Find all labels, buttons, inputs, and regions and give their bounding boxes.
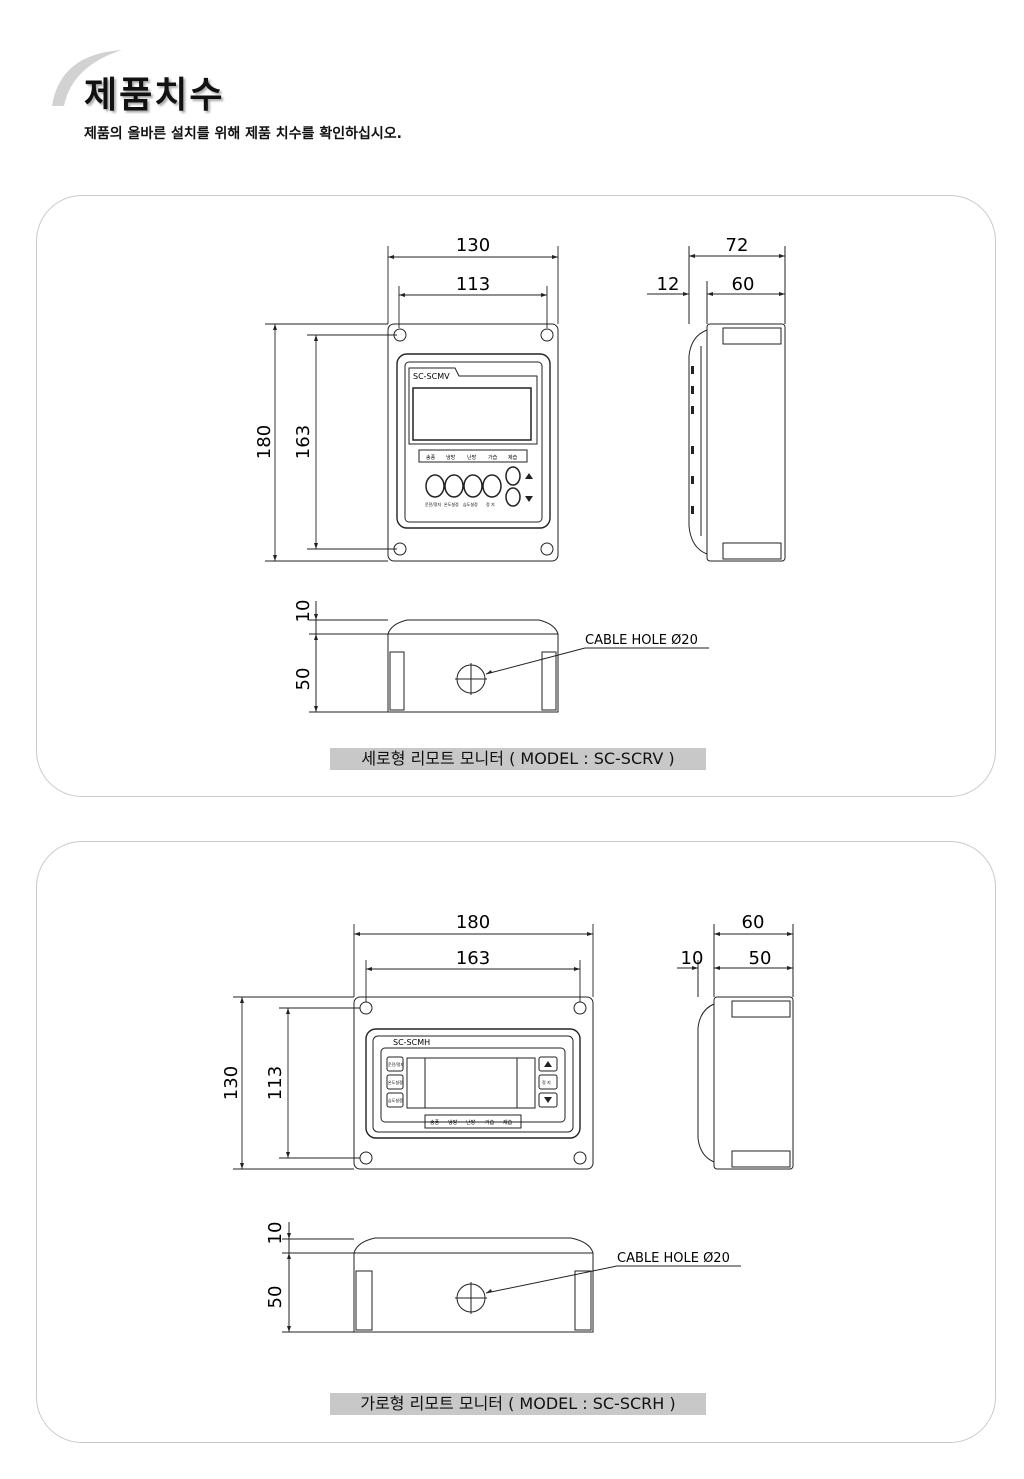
vertical-lcd-screen [412, 387, 532, 441]
horizontal-model-drawing: SC-SCMH 운전/정지 온도설정 습도설정 정 지 송풍 냉방 난방 가습 … [221, 912, 794, 1333]
button-label: 온도설정 [444, 501, 459, 507]
control-button [425, 474, 445, 498]
dim-inner-height: 163 [293, 425, 314, 459]
up-arrow-icon [544, 1061, 552, 1067]
mode-label: 송풍 [426, 454, 436, 461]
mount-hole [573, 1151, 587, 1165]
dim-depth-front: 10 [681, 948, 704, 969]
mode-label: 가습 [488, 454, 498, 461]
stop-button [538, 1074, 558, 1090]
horizontal-lcd-screen [406, 1057, 518, 1109]
down-arrow-icon [525, 496, 533, 502]
up-button [505, 466, 521, 486]
mode-label: 제습 [503, 1119, 513, 1126]
page-subtitle: 제품의 올바른 설치를 위해 제품 치수를 확인하십시오. [84, 126, 402, 142]
dim-height: 180 [254, 425, 275, 459]
up-arrow-icon [525, 473, 533, 479]
mode-label: 난방 [466, 1119, 476, 1126]
vertical-mode-strip [418, 449, 528, 463]
horizontal-front-body [353, 996, 594, 1170]
control-button [482, 474, 502, 498]
horizontal-bottom-body [353, 1252, 594, 1333]
dim-depth-front: 12 [657, 274, 680, 295]
header-arc-decoration [52, 50, 122, 106]
mount-hole [359, 1151, 373, 1165]
control-button [386, 1092, 404, 1108]
dim-bottom-body: 50 [265, 1286, 286, 1309]
horizontal-model-caption: 가로형 리모트 모니터 ( MODEL : SC-SCRH ) [330, 1393, 706, 1415]
cable-hole-label: CABLE HOLE Ø20 [617, 1251, 730, 1266]
vertical-front-body [387, 323, 559, 562]
control-button [386, 1074, 404, 1090]
button-label: 정 지 [542, 1079, 551, 1085]
up-button [538, 1056, 558, 1072]
vertical-model-panel: SC-SCMV 송풍 냉방 난방 가습 제습 운전/정지 온도설정 습도설정 정… [36, 195, 996, 797]
mount-hole [573, 1001, 587, 1015]
button-label: 정 지 [486, 501, 495, 507]
dim-width: 130 [456, 235, 490, 256]
page-title: 제품치수 [84, 75, 225, 116]
vertical-model-caption: 세로형 리모트 모니터 ( MODEL : SC-SCRV ) [330, 748, 706, 770]
side-vent-slots [691, 366, 694, 514]
button-label: 운전/정지 [425, 501, 441, 507]
button-label: 운전/정지 [388, 1061, 404, 1067]
mode-label: 송풍 [430, 1119, 440, 1126]
dim-bottom-top: 10 [265, 1222, 286, 1245]
dim-inner-height: 113 [265, 1066, 286, 1100]
vertical-model-label: SC-SCMV [413, 372, 450, 381]
dim-bottom-top: 10 [293, 600, 314, 623]
horizontal-side-body [713, 996, 794, 1170]
button-label: 습도설정 [388, 1097, 403, 1103]
down-button [538, 1092, 558, 1108]
horizontal-display-bezel [365, 1028, 581, 1139]
dim-depth-total: 72 [726, 235, 749, 256]
vertical-side-body [706, 323, 786, 562]
mode-label: 제습 [508, 454, 518, 461]
dim-bottom-body: 50 [293, 668, 314, 691]
mount-hole [540, 328, 554, 342]
dim-width: 180 [456, 912, 490, 933]
vertical-display-bezel [396, 353, 551, 529]
control-button [463, 474, 483, 498]
horizontal-model-label: SC-SCMH [393, 1038, 430, 1047]
horizontal-model-panel: SC-SCMH 운전/정지 온도설정 습도설정 정 지 송풍 냉방 난방 가습 … [36, 841, 996, 1443]
mount-hole [540, 542, 554, 556]
mode-label: 가습 [485, 1119, 495, 1126]
dim-inner-width: 163 [456, 948, 490, 969]
horizontal-bottom-cap [353, 1237, 594, 1254]
dim-depth-body: 60 [732, 274, 755, 295]
mount-hole [359, 1001, 373, 1015]
down-arrow-icon [544, 1097, 552, 1103]
mode-label: 냉방 [446, 454, 456, 461]
mode-label: 냉방 [448, 1119, 458, 1126]
horizontal-mode-strip [424, 1114, 522, 1129]
button-label: 습도설정 [463, 501, 478, 507]
mode-label: 난방 [467, 454, 477, 461]
dim-inner-width: 113 [456, 274, 490, 295]
dim-height: 130 [221, 1066, 242, 1100]
control-button [386, 1056, 404, 1072]
down-button [505, 487, 521, 507]
dim-depth-total: 60 [742, 912, 765, 933]
vertical-model-drawing: SC-SCMV 송풍 냉방 난방 가습 제습 운전/정지 온도설정 습도설정 정… [254, 235, 786, 713]
dim-depth-body: 50 [749, 948, 772, 969]
button-label: 온도설정 [388, 1079, 403, 1085]
vertical-bottom-body [387, 633, 559, 713]
control-button [444, 474, 464, 498]
cable-hole-label: CABLE HOLE Ø20 [585, 633, 698, 648]
vertical-bottom-cap [387, 619, 559, 635]
